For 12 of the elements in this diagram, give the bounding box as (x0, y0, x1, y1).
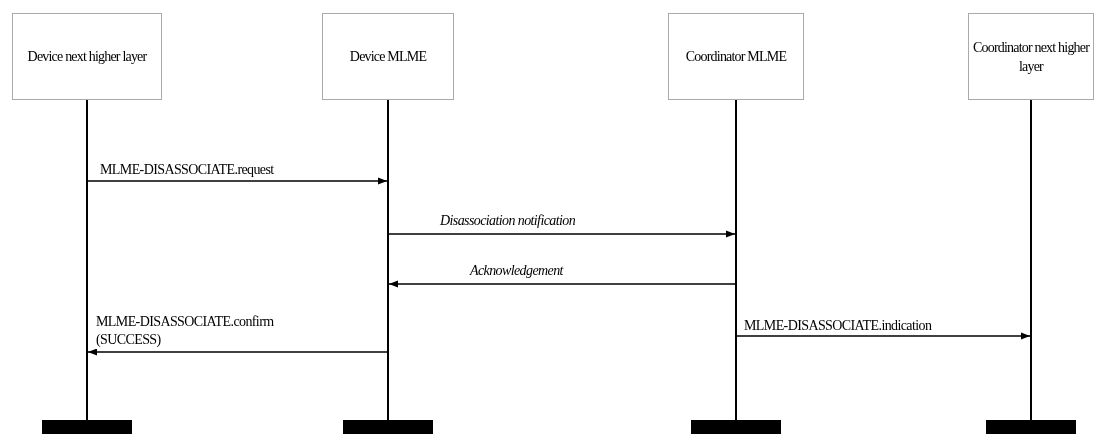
participant-box: Device MLME (322, 13, 454, 100)
participant-box: Coordinator next higher layer (968, 13, 1094, 100)
message-label: Acknowledgement (470, 262, 563, 280)
message-label: MLME-DISASSOCIATE.request (100, 161, 274, 179)
message-arrow (736, 332, 1031, 340)
message-arrow (87, 177, 388, 185)
message-arrow (388, 230, 736, 238)
message-label: Disassociation notification (440, 212, 576, 230)
participant-box: Coordinator MLME (668, 13, 804, 100)
message-arrow (388, 280, 736, 288)
message-arrow (87, 348, 388, 356)
participant-box: Device next higher layer (12, 13, 162, 100)
